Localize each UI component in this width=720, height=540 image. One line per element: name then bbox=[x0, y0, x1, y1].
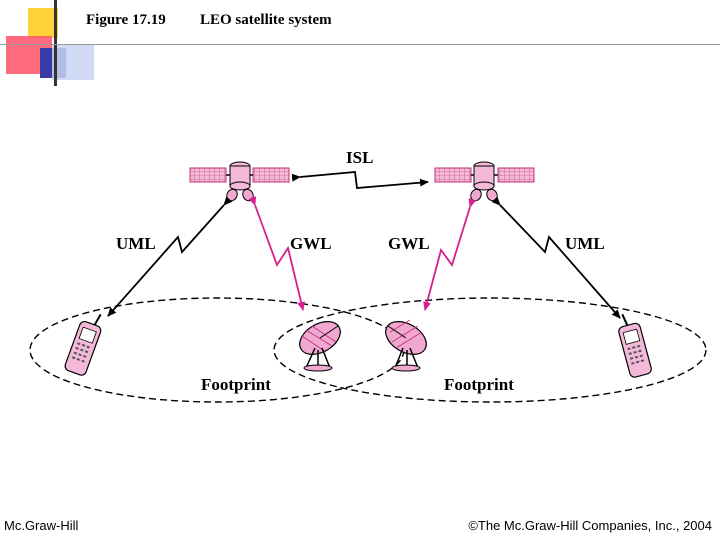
isl-label: ISL bbox=[346, 148, 373, 167]
deco-vertical-line bbox=[54, 0, 57, 86]
figure-label: Figure 17.19 bbox=[86, 12, 166, 28]
footprint-right-ellipse bbox=[273, 297, 707, 403]
satellite-left-icon bbox=[189, 161, 290, 202]
ground-station-right-icon bbox=[385, 319, 427, 372]
uml-left-link-arrow bbox=[107, 196, 233, 317]
footprint-right-label: Footprint bbox=[444, 375, 514, 394]
deco-lightblue-square bbox=[52, 44, 94, 80]
page-title: LEO satellite system bbox=[200, 12, 332, 28]
gwl-right-label: GWL bbox=[388, 234, 430, 253]
corner-decoration bbox=[0, 0, 720, 90]
deco-horizontal-line bbox=[0, 44, 720, 45]
uml-right-link-arrow bbox=[491, 196, 621, 319]
footer-copyright: ©The Mc.Graw-Hill Companies, Inc., 2004 bbox=[468, 518, 712, 533]
gwl-right-link-arrow bbox=[423, 198, 477, 311]
mobile-phone-right-icon bbox=[618, 313, 652, 378]
deco-yellow-square bbox=[28, 8, 58, 38]
ground-station-left-icon bbox=[299, 321, 341, 372]
footer-publisher: Mc.Graw-Hill bbox=[4, 518, 79, 533]
uml-right-label: UML bbox=[565, 234, 605, 253]
gwl-left-link-arrow bbox=[248, 196, 306, 311]
uml-left-label: UML bbox=[116, 234, 156, 253]
gwl-left-label: GWL bbox=[290, 234, 332, 253]
footprint-left-label: Footprint bbox=[201, 375, 271, 394]
satellite-right-icon bbox=[434, 161, 535, 202]
mobile-phone-left-icon bbox=[64, 313, 102, 376]
isl-link-arrow bbox=[291, 171, 429, 189]
